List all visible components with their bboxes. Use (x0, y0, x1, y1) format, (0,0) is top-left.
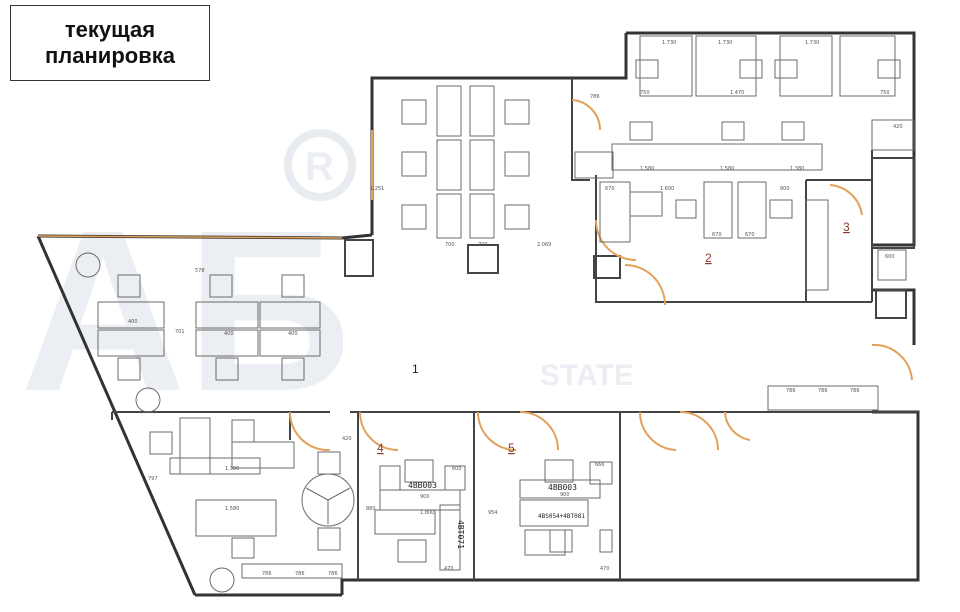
watermark-sub: STATE (540, 359, 634, 392)
lower-left-furniture (149, 417, 355, 593)
dimension-label: 578 (195, 268, 205, 274)
room-labels: 1 2 3 4 5 (377, 220, 850, 455)
dimension-label: 670 (745, 232, 755, 238)
dimension-label: 470 (600, 566, 610, 572)
dimension-label: 954 (488, 510, 498, 516)
room-label-5: 5 (508, 441, 515, 455)
dimension-label: 1.380 (790, 166, 804, 172)
dimension-label: 1.730 (718, 40, 732, 46)
dimension-label: 420 (342, 436, 352, 442)
dimension-label: 670 (605, 186, 615, 192)
room-label-4: 4 (377, 441, 384, 455)
dimension-label: 786 (328, 571, 338, 577)
watermark-letters: АБ (20, 182, 351, 439)
central-top-cluster (401, 85, 530, 239)
dimension-label: 670 (712, 232, 722, 238)
dimension-label: 750 (880, 90, 890, 96)
dimension-label: 900 (420, 494, 430, 500)
room5-furniture (519, 459, 613, 556)
dimension-label: 1.580 (640, 166, 654, 172)
code-room5-bottom: 4ВS054+4ВТ081 (538, 513, 585, 520)
dimension-label: 666 (595, 462, 605, 468)
dimension-label: 1.580 (720, 166, 734, 172)
top-right-workstations (574, 35, 907, 291)
dimension-label: 797 (148, 476, 158, 482)
room4-furniture (374, 459, 466, 571)
plan-title: текущая планировка (10, 5, 210, 81)
dimension-label: 900 (560, 492, 570, 498)
room-label-3: 3 (843, 220, 850, 234)
dimension-label: 880 (366, 506, 376, 512)
dimension-label: 400 (224, 331, 234, 337)
watermark: R АБ STATE (20, 129, 634, 439)
dimension-label: 786 (590, 94, 600, 100)
corridor-cabinets (767, 119, 915, 411)
dimension-label: 786 (262, 571, 272, 577)
dimension-label: 800 (780, 186, 790, 192)
dimension-label: 600 (452, 466, 462, 472)
dimension-label: 1.380 (225, 466, 239, 472)
dimension-label: 470 (444, 566, 454, 572)
dimension-label: 1.580 (225, 506, 239, 512)
dimension-label: 400 (288, 331, 298, 337)
dimension-label: 700 (445, 242, 455, 248)
dimension-label: 1.251 (370, 186, 384, 192)
dimension-label: 700 (478, 242, 488, 248)
code-room5-top: 4ВВ003 (548, 483, 577, 492)
dimension-label: 1.800 (420, 510, 434, 516)
dimension-label: 786 (786, 388, 796, 394)
plan-title-line2: планировка (45, 43, 175, 68)
dimension-label: 1.600 (660, 186, 674, 192)
dimension-label: 1.470 (730, 90, 744, 96)
dimension-label: 400 (128, 319, 138, 325)
dimension-label: 2.069 (537, 242, 551, 248)
dimension-label: 786 (295, 571, 305, 577)
code-room4-top: 4ВВ003 (408, 481, 437, 490)
room-label-2: 2 (705, 251, 712, 265)
dimension-labels: 1.730 1.730 1.730 750 1.470 750 786 420 … (128, 40, 903, 577)
code-room4-side: 4ВТ071 (456, 520, 465, 549)
dimension-label: 786 (818, 388, 828, 394)
dimension-label: 1.730 (662, 40, 676, 46)
equipment-codes: 4ВВ003 4ВТ071 4ВВ003 4ВS054+4ВТ081 (408, 481, 585, 549)
room1-workstations (75, 252, 321, 413)
dimension-label: 701 (175, 329, 185, 335)
doors (37, 99, 913, 452)
dimension-label: 600 (885, 254, 895, 260)
plan-title-line1: текущая (64, 17, 156, 42)
dimension-label: 750 (640, 90, 650, 96)
dimension-label: 420 (893, 124, 903, 130)
room-label-1: 1 (412, 362, 419, 376)
dimension-label: 786 (850, 388, 860, 394)
watermark-r: R (305, 145, 334, 189)
dimension-label: 1.730 (805, 40, 819, 46)
